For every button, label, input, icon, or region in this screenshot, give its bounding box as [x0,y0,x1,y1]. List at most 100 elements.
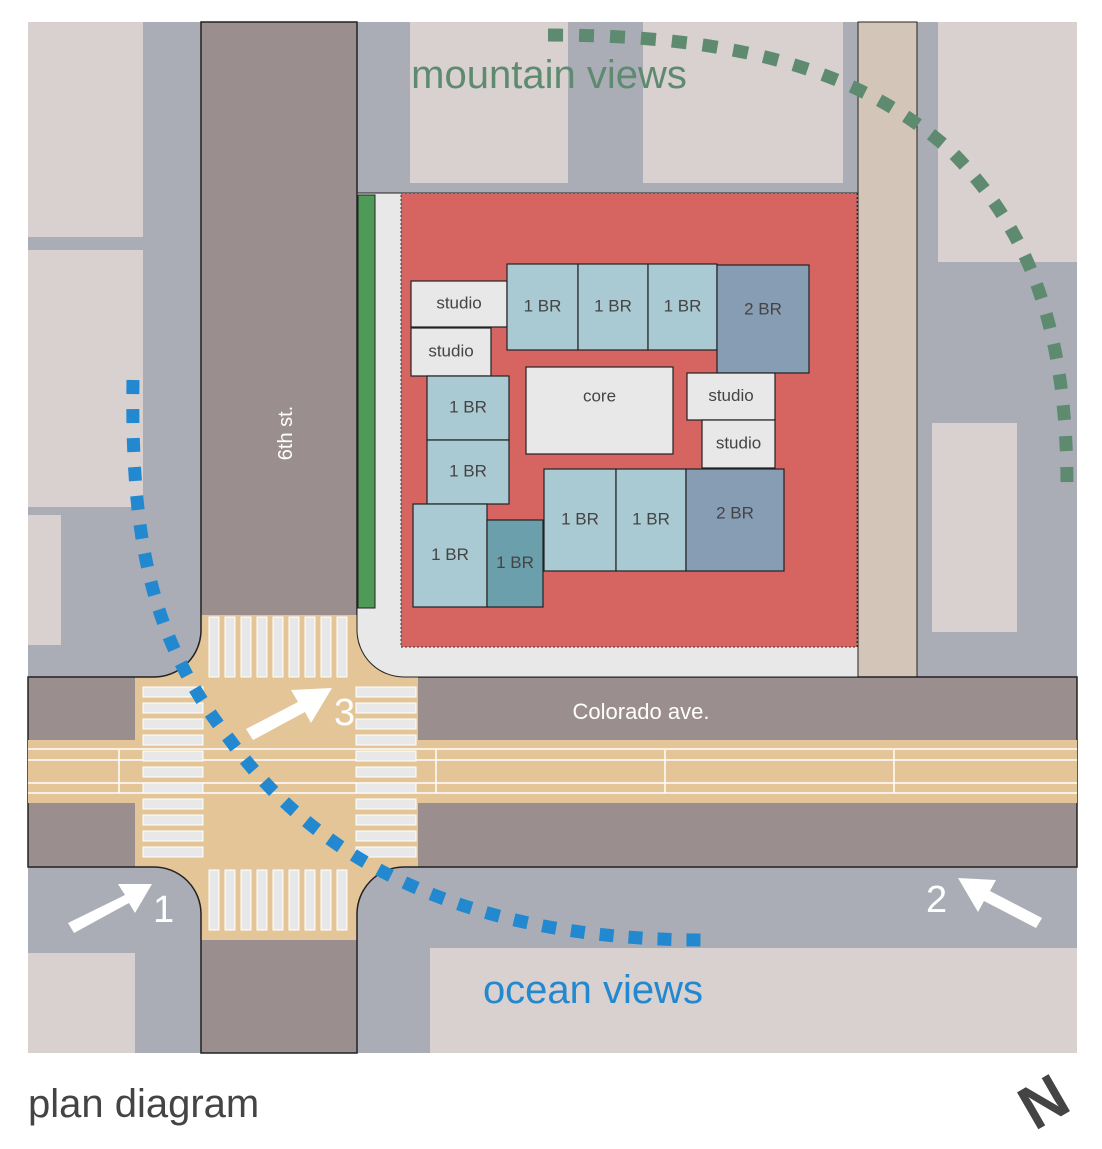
crosswalk-stripe [142,814,204,826]
unit-box [701,419,776,469]
unit-studio: studio [686,372,776,421]
unit-label: 1 BR [496,553,534,572]
unit-1br: 1 BR [412,503,488,608]
unit-box [577,263,649,351]
street-label-6th: 6th st. [275,406,297,460]
unit-label: 1 BR [561,509,599,528]
crosswalk-stripe [142,734,204,746]
unit-studio: studio [410,280,508,328]
neighbor-buildings [28,22,1077,1053]
unit-box [615,468,687,572]
unit-layout: studio studio 1 BR 1 BR 1 BR 2 BR core studio st… [410,263,810,608]
crosswalk-stripe [304,869,316,931]
marker-1: 1 [153,889,174,931]
unit-box [426,439,510,505]
arrow-icon-2 [958,878,1042,928]
crosswalk-stripe [256,616,268,678]
crosswalk-stripe [355,718,417,730]
crosswalk-stripe [355,830,417,842]
unit-label: 2 BR [744,299,782,318]
unit-label: 1 BR [632,509,670,528]
crosswalk-stripe [272,616,284,678]
crosswalk-stripe [355,782,417,794]
unit-2br: 2 BR [716,264,810,374]
unit-1br: 1 BR [647,263,718,351]
crosswalk-stripe [208,616,220,678]
unit-2br: 2 BR [685,468,785,572]
alley [857,21,918,678]
unit-box [686,372,776,421]
crosswalk-stripe [224,869,236,931]
crosswalk-stripe [355,766,417,778]
crosswalk-stripe [142,702,204,714]
crosswalk-stripe [355,798,417,810]
crosswalk-stripe [142,782,204,794]
crosswalk-stripe [240,869,252,931]
unit-1br: 1 BR [506,263,579,351]
crosswalk-stripe [142,830,204,842]
crosswalk-stripe [320,869,332,931]
unit-box [685,468,785,572]
unit-label: 1 BR [449,461,487,480]
unit-1br: 1 BR [543,468,617,572]
unit-box [716,264,810,374]
crosswalk-stripe [224,616,236,678]
unit-box [426,375,510,441]
unit-box [543,468,617,572]
unit-label: 1 BR [594,296,632,315]
marker-2: 2 [926,879,947,921]
mountain-views-label: mountain views [411,53,687,97]
unit-studio: studio [701,419,776,469]
north-compass-icon: N [1007,1061,1080,1143]
unit-label: 1 BR [449,397,487,416]
unit-box [647,263,718,351]
unit-studio: studio [410,327,492,377]
marker-3: 3 [334,692,355,734]
crosswalk-stripe [142,798,204,810]
crosswalk-stripe [355,734,417,746]
arrow-icon-1 [68,884,152,933]
crosswalk-stripe [320,616,332,678]
crosswalk-stripe [142,766,204,778]
arrow-icon-3 [246,688,332,740]
unit-box [412,503,488,608]
unit-label: 1 BR [664,296,702,315]
crosswalk-stripe [142,846,204,858]
crosswalk-stripe [142,718,204,730]
crosswalk-stripe [355,702,417,714]
unit-label: 2 BR [716,503,754,522]
unit-label: studio [428,341,473,360]
crosswalk-stripe [288,869,300,931]
crosswalks [142,616,417,931]
crosswalk-stripe [304,616,316,678]
unit-label: 1 BR [431,545,469,564]
crosswalk-stripe [208,869,220,931]
unit-box [410,327,492,377]
crosswalk-stripe [355,814,417,826]
unit-1br: 1 BR [426,439,510,505]
unit-box [525,366,674,455]
unit-box [486,519,544,608]
unit-box [506,263,579,351]
diagram-title: plan diagram [28,1082,259,1126]
unit-label: core [583,386,616,405]
unit-1br: 1 BR [615,468,687,572]
unit-1br: 1 BR [426,375,510,441]
unit-core: core [525,366,674,455]
mountain-view-path [547,28,1074,488]
unit-box [410,280,508,328]
crosswalk-stripe [355,686,417,698]
crosswalk-stripe [336,616,348,678]
street-label-colorado: Colorado ave. [573,699,710,724]
crosswalk-stripe [240,616,252,678]
crosswalk-stripe [272,869,284,931]
unit-label: 1 BR [524,296,562,315]
ocean-views-label: ocean views [483,968,703,1012]
unit-label: studio [716,433,761,452]
crosswalk-stripe [355,750,417,762]
green-strip [357,194,376,609]
crosswalk-stripe [142,750,204,762]
unit-label: studio [436,293,481,312]
unit-1br-dark: 1 BR [486,519,544,608]
